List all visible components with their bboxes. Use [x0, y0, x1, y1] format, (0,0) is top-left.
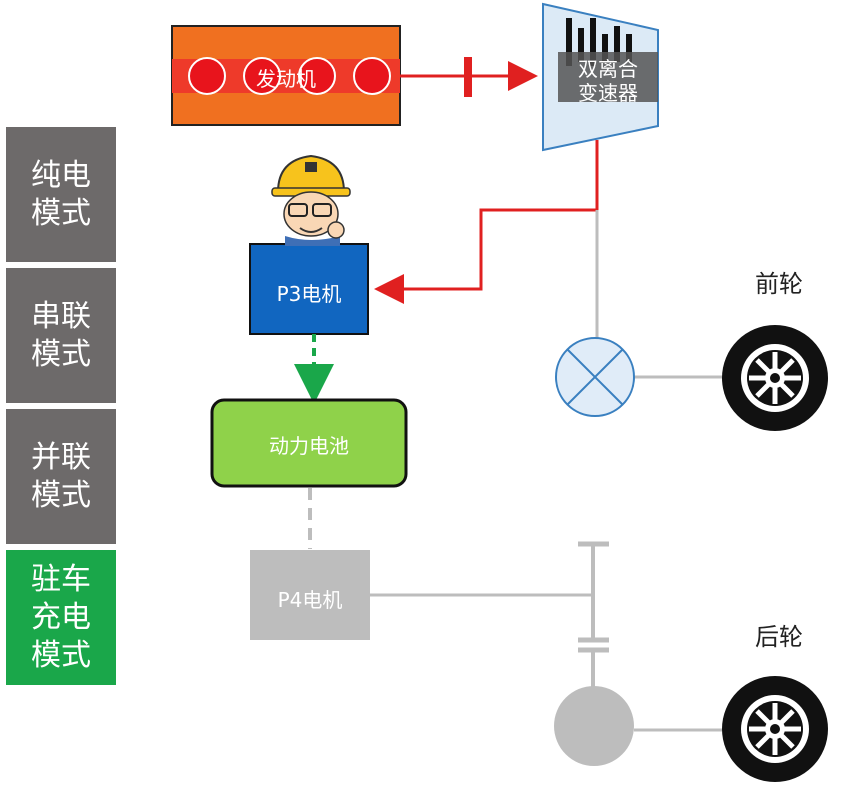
battery-label: 动力电池: [269, 434, 349, 458]
mode-button-parallel[interactable]: 并联 模式: [6, 409, 116, 544]
engine-cylinder: [188, 57, 226, 95]
rear-wheel-icon: [722, 676, 828, 782]
rear-differential: [554, 686, 634, 766]
transmission-label-line1: 双离合: [578, 57, 638, 81]
engine-cylinder: [353, 57, 391, 95]
engine-cylinder: [243, 57, 281, 95]
engine-cylinder: [298, 57, 336, 95]
battery-block: [210, 398, 408, 488]
rear-wheel-label: 后轮: [755, 623, 803, 651]
engineer-mascot-icon: [271, 154, 351, 246]
p3-motor-label: P3电机: [276, 282, 342, 306]
p3-motor-block: [249, 243, 369, 335]
p4-motor-label: P4电机: [277, 588, 343, 612]
mode-button-parking-charge[interactable]: 驻车 充电 模式: [6, 550, 116, 685]
front-wheel-label: 前轮: [755, 270, 803, 298]
engine-block: [171, 25, 401, 126]
mode-button-pure-electric[interactable]: 纯电 模式: [6, 127, 116, 262]
clutch-symbol: [464, 57, 472, 97]
transmission-to-p3-line: [374, 140, 599, 304]
p4-motor-block: [250, 550, 370, 640]
front-wheel-icon: [722, 325, 828, 431]
transmission-block: [542, 2, 659, 152]
front-differential: [555, 337, 635, 417]
engine-label: 发动机: [256, 67, 316, 91]
mode-button-series[interactable]: 串联 模式: [6, 268, 116, 403]
transmission-label-line2: 变速器: [578, 81, 638, 105]
